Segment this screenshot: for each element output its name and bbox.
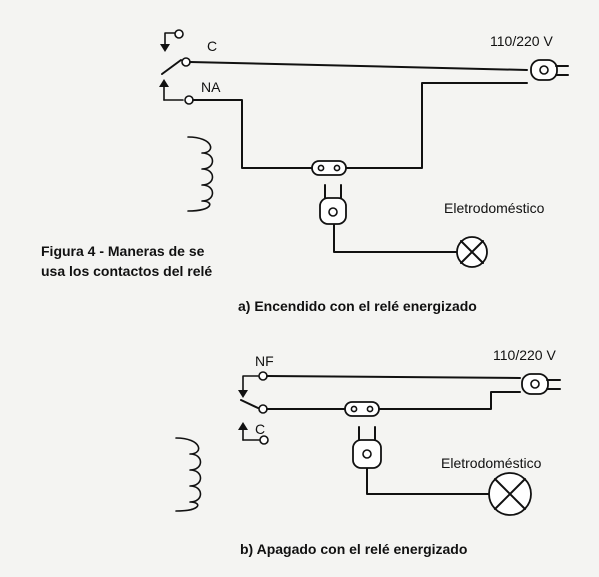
- supply-label: 110/220 V: [490, 33, 553, 49]
- lamp-icon: [488, 472, 532, 516]
- terminal-label-na: NA: [201, 79, 221, 95]
- terminal-mid-a: [181, 57, 191, 67]
- terminal-bottom-a: [184, 95, 194, 105]
- terminal-label-c: C: [207, 38, 217, 54]
- appliance-label: Eletrodoméstico: [441, 455, 542, 471]
- terminal-bottom-b: [259, 435, 269, 445]
- lamp-icon: [456, 236, 488, 268]
- appliance-plug-icon: [352, 426, 382, 469]
- socket-icon: [311, 160, 347, 176]
- socket-icon: [344, 401, 380, 417]
- appliance-plug-icon: [319, 184, 347, 225]
- switch-arm-icon: [159, 32, 184, 101]
- supply-label: 110/220 V: [493, 347, 556, 363]
- caption-b: b) Apagado con el relé energizado: [240, 541, 467, 557]
- relay-coil-icon: [187, 136, 214, 212]
- terminal-label-c: C: [255, 421, 265, 437]
- wall-plug-icon: [521, 373, 561, 395]
- relay-coil-icon: [175, 437, 202, 512]
- caption-a: a) Encendido con el relé energizado: [238, 298, 477, 314]
- terminal-label-nf: NF: [255, 353, 274, 369]
- appliance-label: Eletrodoméstico: [444, 200, 545, 216]
- figure-caption-line2: usa los contactos del relé: [41, 263, 212, 279]
- circuit-a: C NA 110/220 V: [41, 29, 569, 314]
- circuit-b: NF C 110/220 V: [175, 347, 561, 557]
- wall-plug-icon: [530, 59, 569, 81]
- figure-caption-line1: Figura 4 - Maneras de se: [41, 243, 205, 259]
- terminal-top-b: [258, 371, 268, 381]
- terminal-top-a: [174, 29, 184, 39]
- switch-arm-icon: [238, 375, 261, 441]
- terminal-mid-b: [258, 404, 268, 414]
